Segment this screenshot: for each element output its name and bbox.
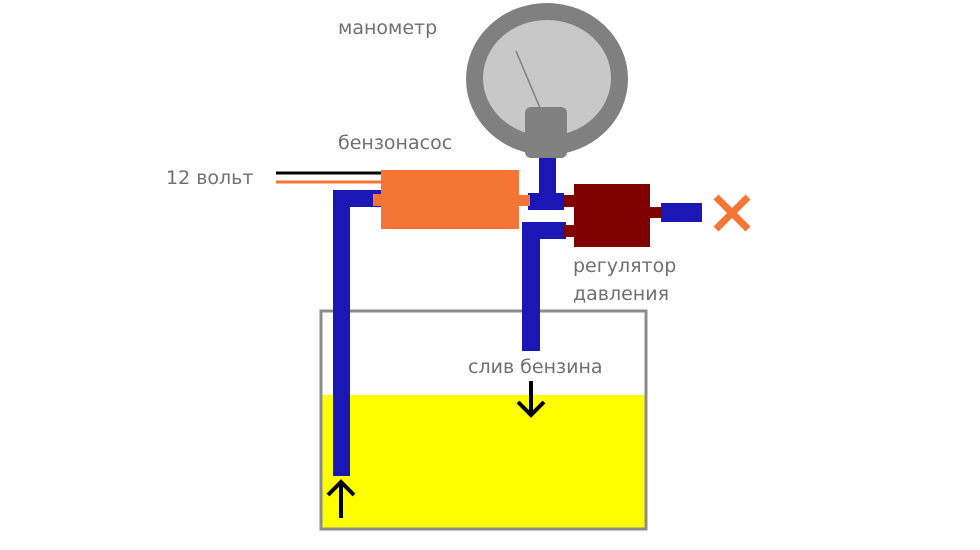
gauge-needle: [515, 50, 541, 109]
suction-pipe-vertical: [333, 190, 350, 476]
arrow-down-icon: [516, 381, 546, 418]
fuel-pump: [373, 170, 530, 229]
pressure-pipe-tee: [528, 193, 564, 210]
regulator-outlet-stub: [649, 207, 662, 218]
gauge-face: [483, 20, 611, 136]
regulator-stub-bottom: [563, 225, 575, 237]
drain-label: слив бензина: [468, 356, 603, 378]
regulator-body: [574, 184, 650, 247]
pressure-gauge: [466, 3, 628, 158]
pressure-regulator: [563, 184, 662, 247]
suction-pipe-horizontal: [333, 190, 381, 207]
gauge-fitting: [525, 107, 567, 158]
voltage-label: 12 вольт: [166, 167, 254, 189]
fuel-level: [321, 395, 646, 529]
regulator-outlet-pipe: [661, 203, 702, 222]
power-wires: [276, 171, 381, 184]
pump-label: бензонасос: [338, 132, 453, 154]
regulator-label-line2: давления: [573, 283, 670, 305]
fuel-lines: [333, 158, 702, 476]
regulator-stub-top: [563, 195, 575, 207]
tank-outline: [319, 309, 648, 531]
cross-icon: [713, 194, 751, 232]
pressure-pipe-to-gauge: [539, 158, 556, 197]
gauge-label: манометр: [338, 17, 438, 39]
pump-body: [381, 170, 519, 229]
regulator-label-line1: регулятор: [573, 255, 677, 277]
pump-outlet-stub: [518, 195, 530, 206]
arrow-up-icon: [326, 479, 356, 518]
return-pipe-vertical: [522, 222, 540, 351]
pump-inlet-stub: [373, 194, 382, 206]
fuel-tank: [319, 309, 648, 531]
